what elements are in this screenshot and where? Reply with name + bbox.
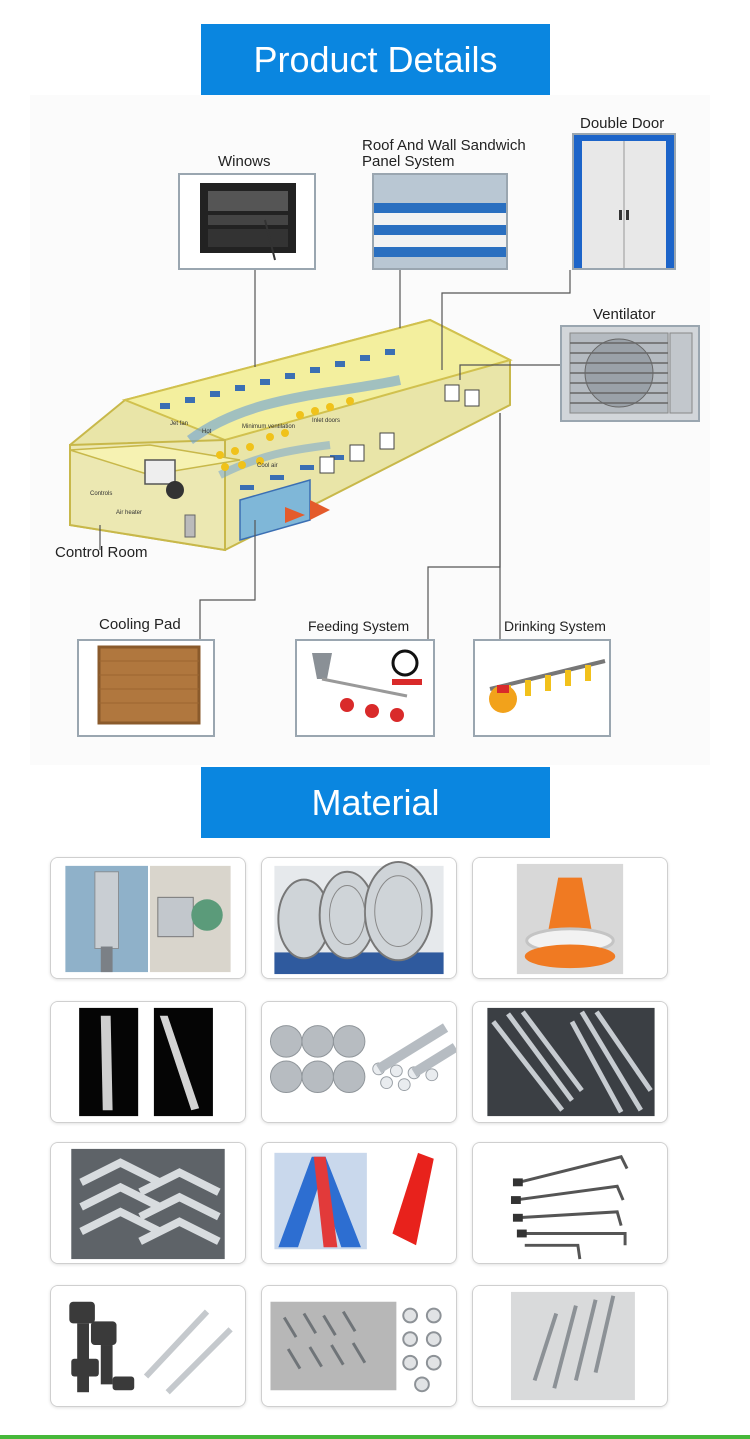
material-ridge-cap <box>261 1142 457 1264</box>
poultry-house-diagram: Jet fan Hot Minimum ventilation Inlet do… <box>30 95 710 765</box>
drinking-system-image <box>473 639 611 737</box>
ventilator-image <box>560 325 700 422</box>
inlet-doors-label: Inlet doors <box>312 418 340 424</box>
double-door-image <box>572 133 676 270</box>
hot-label: Hot <box>202 429 212 435</box>
windows-image <box>178 173 316 270</box>
poultry-house-illustration: Jet fan Hot Minimum ventilation Inlet do… <box>69 270 571 640</box>
material-silo-heater <box>50 857 246 979</box>
cooling-pad-label: Cooling Pad <box>99 616 181 633</box>
jet-fan-label: Jet fan <box>170 421 188 427</box>
minimum-ventilation-label: Minimum ventilation <box>242 424 295 430</box>
material-galvanized-profile <box>50 1001 246 1123</box>
roof-wall-panel-label: Roof And Wall Sandwich <box>362 137 526 154</box>
drinking-system-label: Drinking System <box>504 618 606 634</box>
material-heading: Material <box>201 767 550 838</box>
material-rivets <box>472 1285 668 1407</box>
material-aluminum-tubes <box>261 1001 457 1123</box>
cooling-pad-image <box>77 639 215 737</box>
air-heater-label: Air heater <box>116 510 142 516</box>
material-anchor-hooks <box>472 1142 668 1264</box>
sandwich-panel-image <box>372 173 508 270</box>
material-angle-steel <box>50 1142 246 1264</box>
material-steel-rods <box>472 1001 668 1123</box>
material-bolts-anchors <box>50 1285 246 1407</box>
controls-label: Controls <box>90 491 112 497</box>
feeding-system-label: Feeding System <box>308 618 410 634</box>
windows-label: Winows <box>218 153 271 170</box>
feeding-system-image <box>295 639 435 737</box>
material-exhaust-fans <box>261 857 457 979</box>
product-details-heading: Product Details <box>201 24 550 95</box>
material-feeder-pan <box>472 857 668 979</box>
double-door-label: Double Door <box>580 115 665 132</box>
ventilator-label: Ventilator <box>593 306 656 323</box>
bottom-accent-line <box>0 1435 750 1439</box>
control-room-label: Control Room <box>55 544 148 561</box>
material-screws-nuts <box>261 1285 457 1407</box>
roof-wall-panel-label-2: Panel System <box>362 153 455 170</box>
cool-air-label: Cool air <box>257 463 278 469</box>
